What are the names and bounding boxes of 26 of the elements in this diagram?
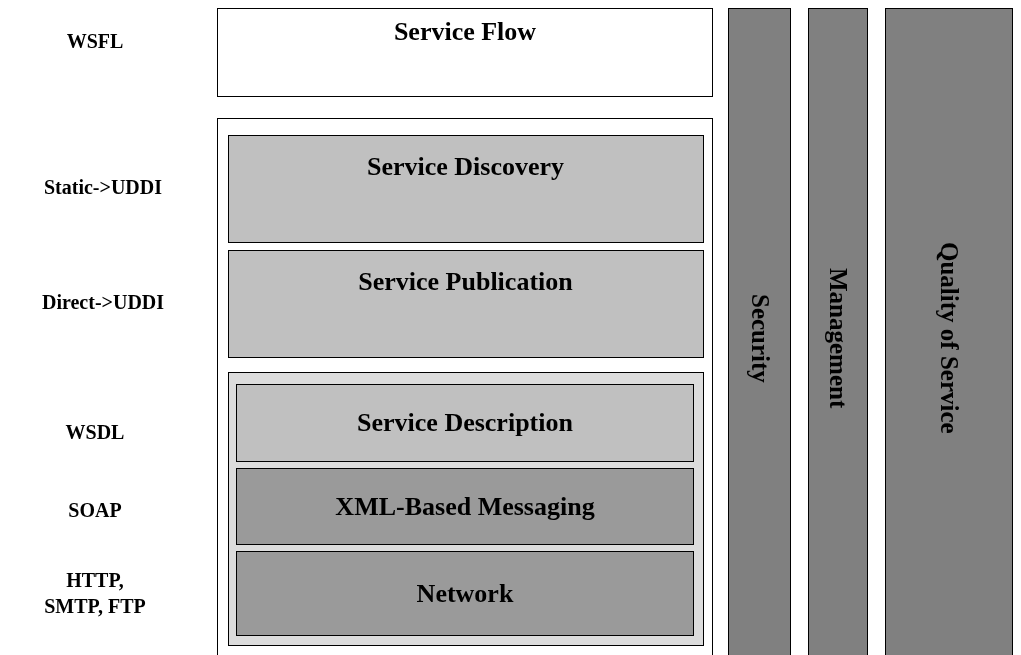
protocol-label: Static->UDDI	[44, 175, 162, 200]
protocol-label: WSDL	[65, 420, 125, 445]
protocol-label: SOAP	[68, 498, 122, 523]
protocol-label: HTTP, SMTP, FTP	[43, 568, 147, 619]
layer-title: Service Publication	[358, 265, 573, 297]
protocol-label: Direct->UDDI	[41, 290, 165, 315]
layer-title: Service Discovery	[366, 150, 565, 182]
layer-box	[236, 468, 694, 545]
layer-box	[236, 551, 694, 636]
layer-title: Network	[416, 578, 514, 609]
layer-box	[236, 384, 694, 462]
container-box	[217, 118, 713, 655]
vertical-layer-bar	[885, 8, 1013, 655]
layer-title: Management	[824, 267, 852, 409]
layer-box	[227, 134, 704, 243]
layer-title: Service Flow	[393, 16, 537, 47]
layer-box	[217, 8, 713, 97]
layer-title: XML-Based Messaging	[335, 491, 595, 522]
layer-title: Service Description	[357, 408, 573, 438]
protocol-label: WSFL	[66, 29, 124, 54]
layer-box	[227, 249, 704, 358]
vertical-layer-bar	[728, 8, 791, 655]
vertical-layer-bar	[808, 8, 868, 655]
container-box	[227, 371, 704, 646]
layer-title: Security	[745, 293, 774, 383]
layer-title: Quality of Service	[935, 242, 963, 434]
